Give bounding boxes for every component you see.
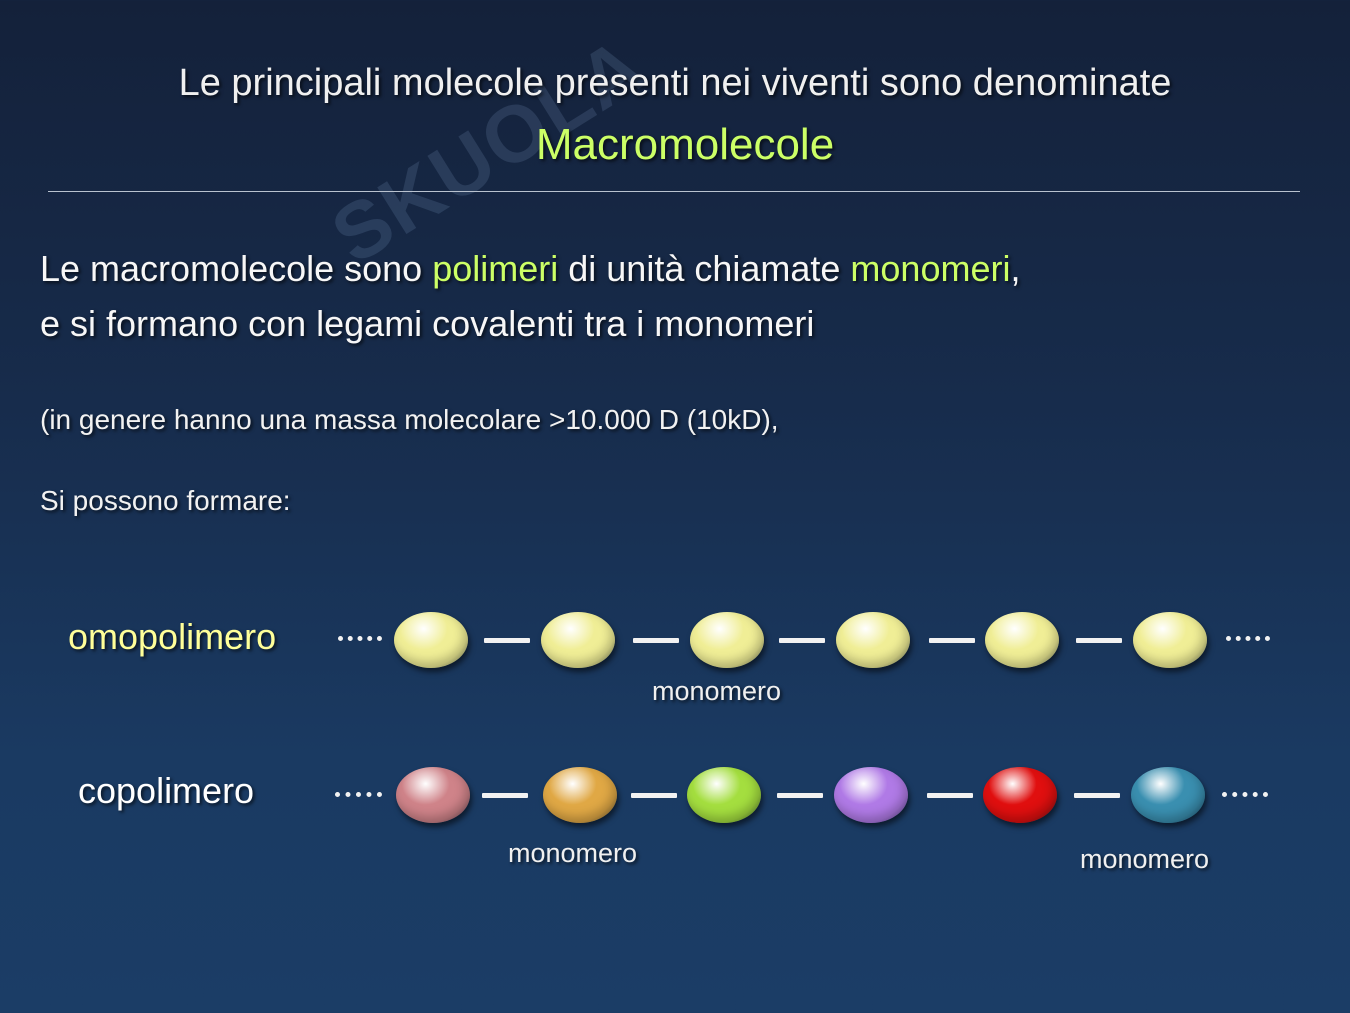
copolimero-monomer-label-1: monomero xyxy=(508,838,638,868)
copolimero-monomer-label-2: monomero xyxy=(1080,844,1210,874)
covalent-bond xyxy=(779,638,825,643)
covalent-bond xyxy=(482,793,528,798)
monomer-bead xyxy=(1131,767,1205,823)
monomer-bead xyxy=(543,767,617,823)
definition-line-1: Le macromolecole sono polimeri di unità … xyxy=(40,248,1021,290)
chain-continuation-left xyxy=(338,636,382,641)
covalent-bond xyxy=(1076,638,1122,643)
monomer-bead xyxy=(985,612,1059,668)
monomer-bead xyxy=(394,612,468,668)
title-divider xyxy=(48,191,1300,192)
monomer-bead xyxy=(687,767,761,823)
monomer-bead xyxy=(836,612,910,668)
highlight-monomeri: monomeri xyxy=(850,248,1011,289)
omopolimero-label: omopolimero xyxy=(68,616,277,657)
forms-intro: Si possono formare: xyxy=(40,485,291,516)
definition-text-c: di unità chiamate xyxy=(558,248,851,289)
covalent-bond xyxy=(631,793,677,798)
covalent-bond xyxy=(929,638,975,643)
definition-line-2: e si formano con legami covalenti tra i … xyxy=(40,303,815,344)
monomer-bead xyxy=(834,767,908,823)
omopolimero-monomer-label: monomero xyxy=(652,676,782,706)
covalent-bond xyxy=(777,793,823,798)
chain-continuation-left xyxy=(335,792,382,797)
monomer-bead xyxy=(396,767,470,823)
covalent-bond xyxy=(633,638,679,643)
covalent-bond xyxy=(927,793,973,798)
chain-continuation-right xyxy=(1222,792,1268,797)
slide-subtitle: Le principali molecole presenti nei vive… xyxy=(178,62,1172,104)
monomer-bead xyxy=(1133,612,1207,668)
copolimero-label: copolimero xyxy=(78,770,255,811)
highlight-polimeri: polimeri xyxy=(432,248,559,289)
monomer-bead xyxy=(983,767,1057,823)
mass-note: (in genere hanno una massa molecolare >1… xyxy=(40,404,779,435)
monomer-bead xyxy=(690,612,764,668)
monomer-bead xyxy=(541,612,615,668)
chain-continuation-right xyxy=(1226,636,1270,641)
covalent-bond xyxy=(1074,793,1120,798)
definition-text-a: Le macromolecole sono xyxy=(40,248,433,289)
slide-title: Macromolecole xyxy=(535,120,835,169)
definition-text-e: , xyxy=(1010,248,1021,289)
covalent-bond xyxy=(484,638,530,643)
